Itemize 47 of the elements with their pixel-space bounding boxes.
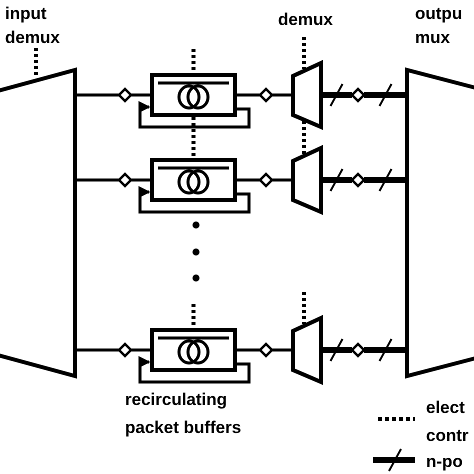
control-line — [192, 117, 196, 158]
feedback-loop-arrow — [138, 186, 250, 214]
coupler-diamond — [118, 88, 132, 102]
control-line — [302, 37, 306, 69]
waveguide-line — [75, 94, 119, 96]
waveguide-line — [272, 348, 293, 352]
component-label: input demux — [5, 3, 61, 49]
waveguide-line — [272, 178, 293, 182]
coupler-diamond — [351, 173, 365, 187]
coupler-diamond — [259, 343, 273, 357]
waveguide-line — [237, 348, 260, 352]
waveguide-line — [237, 94, 260, 96]
fiber-delay-buffer — [150, 328, 237, 372]
bus-line — [321, 177, 352, 183]
coupler-diamond — [351, 88, 365, 102]
caption-text: recirculating packet buffers — [125, 389, 242, 439]
control-line — [302, 121, 306, 154]
bus-line — [364, 177, 407, 183]
control-line — [192, 49, 196, 73]
caption-text: demux — [278, 9, 334, 31]
legend-text: n-po — [426, 451, 464, 473]
fiber-delay-buffer — [150, 158, 237, 202]
feedback-loop-arrow — [138, 356, 250, 384]
waveguide-line — [131, 94, 150, 96]
coupler-diamond — [351, 343, 365, 357]
waveguide-line — [237, 178, 260, 182]
waveguide-line — [131, 178, 150, 182]
waveguide-line — [75, 348, 119, 352]
coupler-diamond — [118, 173, 132, 187]
waveguide-line — [131, 348, 150, 352]
demux-symbol — [291, 316, 323, 384]
coupler-diamond — [118, 343, 132, 357]
waveguide-line — [272, 94, 293, 96]
bus-line — [321, 347, 352, 353]
coupler-diamond — [259, 88, 273, 102]
waveguide-line — [75, 178, 119, 182]
feedback-loop-arrow — [138, 101, 250, 128]
bus-line — [364, 347, 407, 353]
coupler-diamond — [259, 173, 273, 187]
component-label: outpu mux — [415, 3, 464, 49]
demux-symbol — [291, 61, 323, 129]
control-line — [192, 304, 196, 328]
bus-line — [321, 92, 352, 98]
control-line — [302, 292, 306, 324]
fiber-delay-buffer — [150, 73, 237, 117]
demux-symbol — [291, 146, 323, 214]
bus-line — [364, 92, 407, 98]
